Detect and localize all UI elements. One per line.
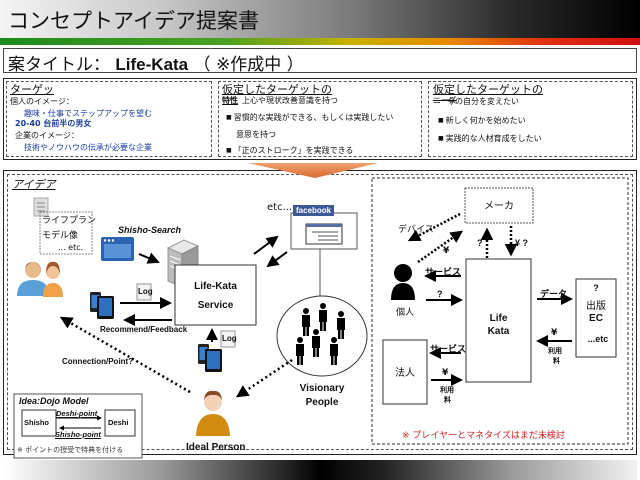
plan-title-name: Life-Kata: [115, 55, 189, 74]
service-line-1: Life-Kata: [194, 281, 237, 292]
deshi-point-label: Deshi-point: [56, 409, 98, 418]
dojo-shisho: Shisho: [24, 418, 50, 427]
yen-to-maker-label: ¥: [443, 246, 450, 256]
shisho-search-label: Shisho-Search: [118, 225, 182, 235]
traits-box: [218, 81, 422, 157]
needs-item-2-text: 実践的な人材育成をしたい: [438, 134, 542, 143]
partner-3: ...etc: [587, 334, 609, 344]
partner-fee-yen: ¥: [551, 328, 558, 338]
partner-0: ?: [593, 283, 599, 293]
company-label: 企業のイメージ：: [15, 131, 79, 140]
visionary-line-1: Visionary: [299, 383, 345, 394]
shisho-point-label: Shisho-point: [55, 430, 101, 439]
dojo-deshi: Deshi: [108, 418, 129, 427]
doc-line-2: ... etc.: [58, 243, 84, 252]
needs-heading: 仮定したターゲットの: [433, 83, 543, 96]
traits-item-0: 上心や現状改善意識を持つ: [242, 96, 338, 105]
service-to-individual-label: サービス: [425, 268, 462, 278]
needs-item-0: 今の自分を変えたい: [447, 97, 519, 106]
info-strip: [3, 78, 637, 160]
individual-label: 個人: [396, 308, 415, 318]
recommend-feedback-label: Recommend/Feedback: [100, 325, 188, 334]
corporate-fee-yen: ¥: [442, 368, 449, 378]
partner-1: 出版: [586, 301, 606, 312]
lk-to-maker-question: ?: [477, 238, 483, 248]
traits-item-1-text: 習慣的な実践ができる、もしくは実践したい: [226, 113, 393, 122]
rainbow-divider: [0, 38, 640, 45]
traits-heading: 仮定したターゲットの: [222, 83, 332, 96]
needs-heading-overlap: ニーズ: [433, 96, 457, 105]
corporate-label: 法人: [395, 368, 415, 379]
lifekata-line-2: Kata: [487, 326, 510, 337]
needs-box: [428, 81, 633, 157]
partner-fee-label-1: 利用: [548, 347, 562, 355]
visionary-line-2: People: [305, 397, 339, 408]
facebook-badge: facebook: [293, 205, 335, 216]
needs-item-2: 実践的な人材育成をしたい: [438, 132, 542, 146]
page-title: コンセプトアイデア提案書: [8, 9, 259, 33]
target-box: [6, 81, 212, 157]
individual-to-lk-question: ?: [437, 289, 443, 299]
plan-title-suffix: （ ※作成中 ）: [193, 55, 304, 75]
idea-heading: アイデア: [12, 178, 56, 191]
dojo-note: ※ ポイントの授受で特典を付ける: [17, 446, 124, 454]
service-line-2: Service: [197, 300, 234, 311]
target-heading: ターゲッ: [10, 83, 54, 96]
traits-item-1: 習慣的な実践ができる、もしくは実践したい: [226, 111, 393, 125]
corporate-fee-label-1: 利用: [440, 386, 454, 394]
traits-heading-overlap: 特性: [222, 96, 238, 105]
plan-title: 案タイトル： Life-Kata （ ※作成中 ）: [8, 50, 304, 75]
business-note: ※ プレイヤーとマネタイズはまだ未検討: [402, 431, 565, 441]
individual-desc-2: 20-40 台前半の男女: [15, 119, 92, 128]
maker-to-lk-label: ¥ ?: [515, 238, 529, 248]
partner-fee-label-2: 料: [553, 357, 560, 365]
data-label: データ: [540, 290, 568, 300]
company-desc: 技術やノウハウの伝承が必要な企業: [24, 143, 152, 152]
lifekata-line-1: Life: [489, 313, 508, 324]
traits-item-2: 意思を持つ: [236, 130, 276, 139]
connection-point-label: Connection/Point?: [62, 357, 134, 366]
service-to-corporate-label: サービス: [430, 345, 467, 355]
dojo-title: Idea:Dojo Model: [19, 396, 89, 406]
plan-title-box: [3, 48, 637, 73]
plan-title-prefix: 案タイトル：: [8, 55, 110, 75]
etc-label: etc...: [267, 202, 293, 213]
partner-2: EC: [589, 313, 603, 324]
traits-item-3: 「正のストローク」を実践できる: [226, 144, 353, 158]
device-label: デバイス: [398, 225, 434, 235]
needs-item-1: 新しく何かを始めたい: [438, 114, 526, 128]
doc-line-1: モデル像: [42, 231, 79, 241]
footer-bar: [3, 460, 637, 480]
log-label: Log: [138, 287, 153, 296]
individual-label: 個人のイメージ：: [10, 97, 74, 106]
individual-desc-1: 趣味・仕事でステップアップを望む: [24, 109, 152, 118]
ideal-person-label: Ideal Person: [186, 442, 246, 453]
traits-item-3-text: 「正のストローク」を実践できる: [226, 146, 353, 155]
doc-line-0: ライフプラン: [42, 216, 97, 226]
log-label-2: Log: [222, 334, 237, 343]
title-bar: [0, 0, 640, 38]
corporate-fee-label-2: 料: [444, 396, 451, 404]
needs-item-1-text: 新しく何かを始めたい: [438, 116, 526, 125]
maker-label: メーカ: [484, 201, 514, 212]
